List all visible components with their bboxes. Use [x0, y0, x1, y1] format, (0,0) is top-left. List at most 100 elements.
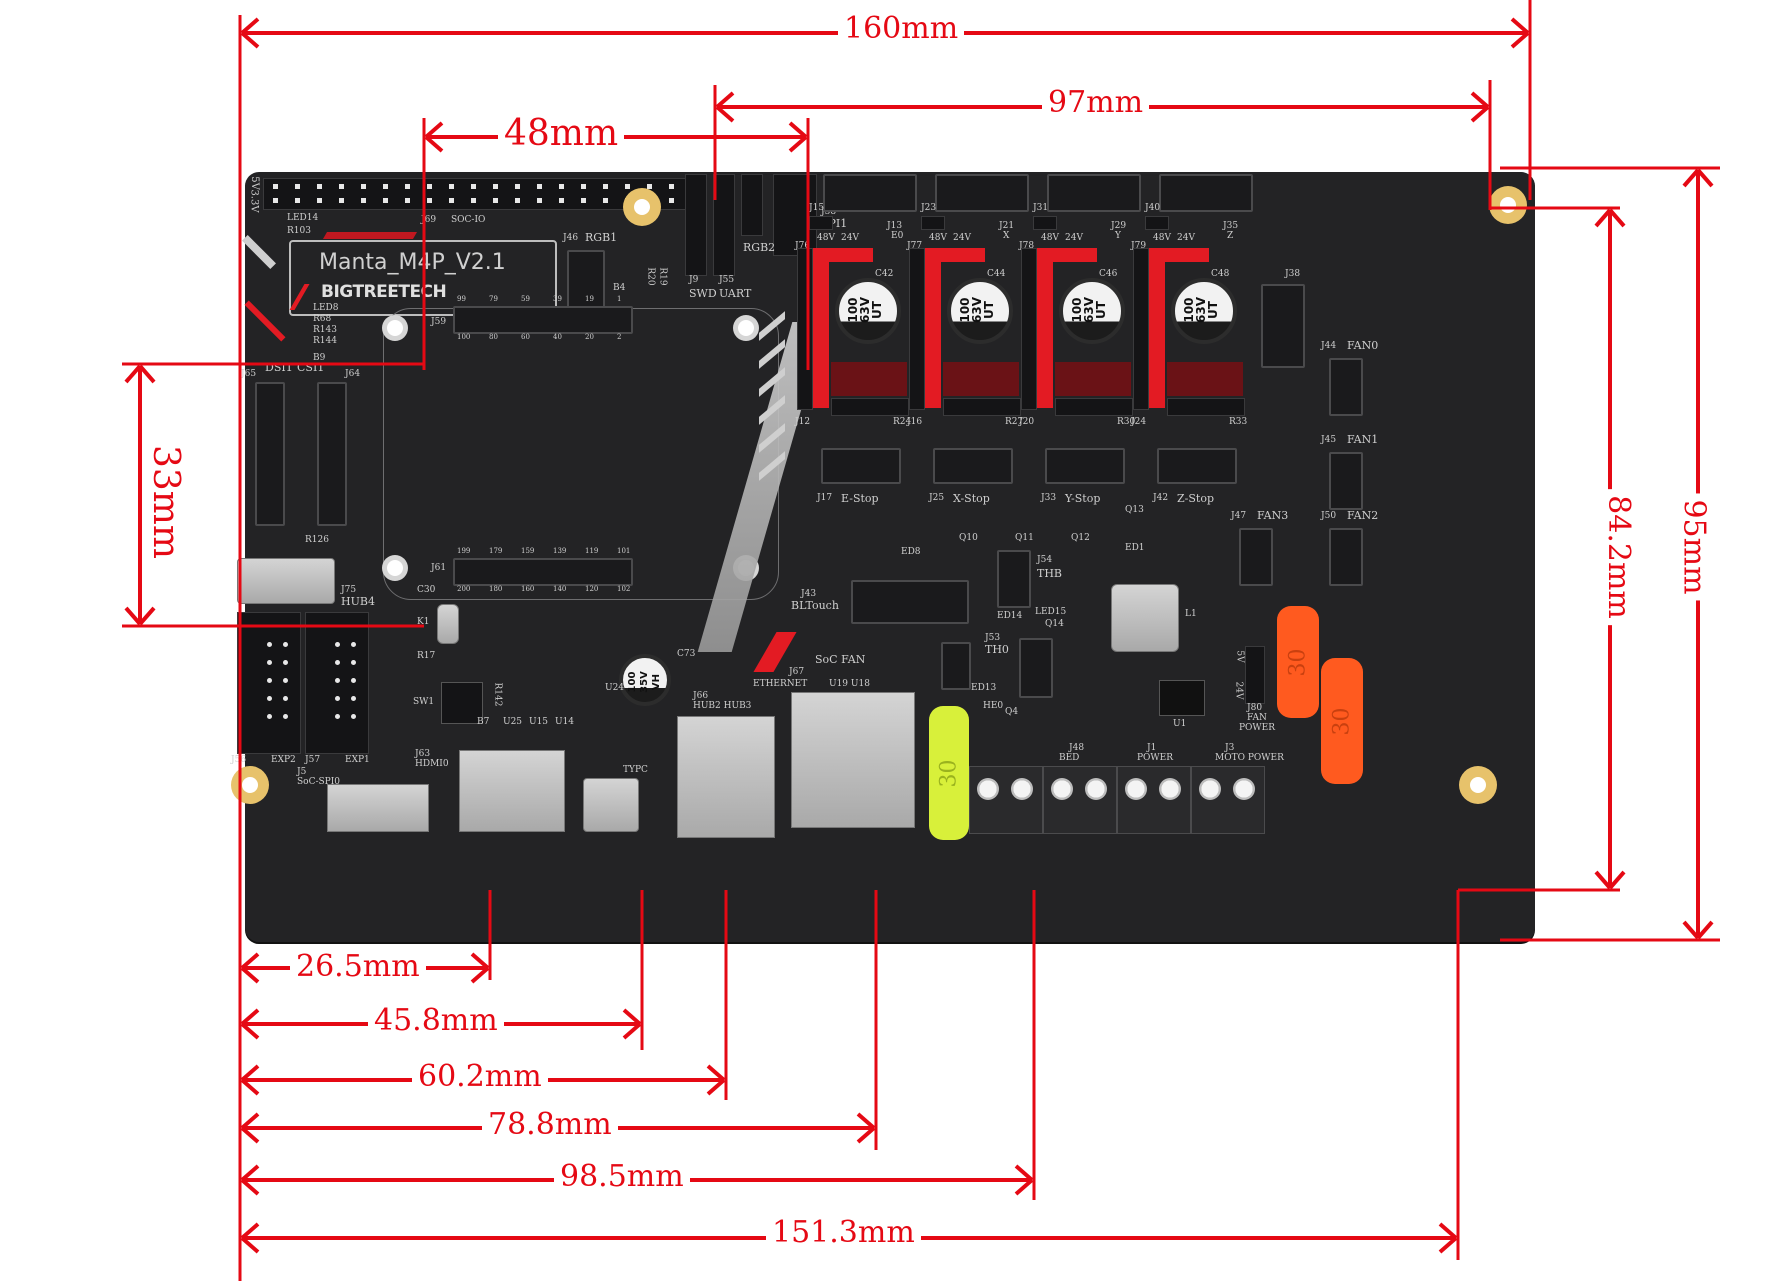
swd-header[interactable]: [685, 174, 707, 276]
label-j46: J46: [563, 233, 579, 243]
thb-connector[interactable]: [997, 550, 1031, 608]
exp1-header[interactable]: [305, 612, 369, 754]
mount-hole-bottom-left: [231, 766, 269, 804]
dim-26-5mm-arrow-right: [470, 952, 490, 970]
fuse-orange-2[interactable]: 30: [1321, 658, 1363, 784]
exp2-header[interactable]: [237, 612, 301, 754]
endstop-label: E-Stop: [841, 492, 879, 505]
fuse-orange-1[interactable]: 30: [1277, 606, 1319, 718]
fan-connector-fan3[interactable]: [1239, 528, 1273, 586]
driver-left-header: [909, 248, 925, 410]
motor-axis: Y: [1115, 231, 1121, 241]
j38-connector[interactable]: [1261, 284, 1305, 368]
mount-hole-top-left: [623, 188, 661, 226]
dim-45-8mm-arrow-left: [240, 1022, 260, 1040]
gpio-pin: [405, 184, 410, 189]
soc-spi0-fpc-connector[interactable]: [327, 784, 429, 832]
driver-left-ref: J16: [907, 417, 923, 427]
q-label: Q14: [1045, 619, 1064, 629]
usb-c-port[interactable]: [583, 778, 639, 832]
exp-pin: [283, 678, 288, 683]
reset-button-k1[interactable]: [437, 604, 459, 644]
label-j67: J67: [789, 667, 805, 677]
motor-connector-y[interactable]: [1047, 174, 1141, 212]
gpio-pin: [559, 184, 564, 189]
j61-top-tick: 199: [457, 547, 471, 555]
motor-connector-e0[interactable]: [823, 174, 917, 212]
driver-res-ref: R27: [1005, 417, 1024, 427]
dsi1-connector[interactable]: [255, 382, 285, 526]
mode-ref: J79: [1131, 241, 1147, 251]
label-j66: J66: [693, 691, 709, 701]
exp-pin: [267, 678, 272, 683]
driver-left-ref: J24: [1131, 417, 1147, 427]
csi1-connector[interactable]: [317, 382, 347, 526]
dim-60-2mm-arrow-left: [240, 1064, 260, 1082]
spi1-header[interactable]: [773, 174, 817, 256]
endstop-connector-z[interactable]: [1157, 448, 1237, 484]
label-j54: J54: [1037, 555, 1053, 565]
gpio-pin: [559, 198, 564, 203]
usb-a-hub4[interactable]: [237, 558, 335, 604]
motor-ref: J13: [887, 221, 903, 231]
regulator-u1: [1159, 680, 1205, 716]
usb-a-hub2-hub3[interactable]: [677, 716, 775, 838]
motor-connector-x[interactable]: [935, 174, 1029, 212]
dim-160mm-arrow-right: [1510, 31, 1530, 49]
endstop-connector-x[interactable]: [933, 448, 1013, 484]
driver-signal-pins: [1167, 362, 1243, 396]
exp-pin: [351, 678, 356, 683]
fan-connector-fan0[interactable]: [1329, 358, 1363, 416]
rgb2-header[interactable]: [741, 174, 763, 236]
endstop-label: Y-Stop: [1065, 492, 1101, 505]
th0-connector[interactable]: [1019, 638, 1053, 698]
fuse-yellow[interactable]: 30: [929, 706, 969, 840]
label-j53: J53: [985, 633, 1001, 643]
dim-48mm-arrow-right: [788, 121, 808, 139]
motor-connector-z[interactable]: [1159, 174, 1253, 212]
dim-48mm-arrow-right: [788, 135, 808, 153]
exp-pin: [283, 696, 288, 701]
terminal-block: [1043, 766, 1117, 834]
label-j63: J63: [415, 749, 431, 759]
gpio-pin: [317, 184, 322, 189]
ed-label: LED15: [1035, 607, 1067, 617]
label-b9: B9: [313, 353, 326, 363]
uart-header[interactable]: [713, 174, 735, 276]
label-j57: J57: [305, 755, 321, 765]
board-model-title: Manta_M4P_V2.1: [319, 250, 506, 275]
j61-top-tick: 119: [585, 547, 599, 555]
exp-pin: [283, 714, 288, 719]
fan-connector-fan2[interactable]: [1329, 528, 1363, 586]
gpio-pin: [361, 184, 366, 189]
endstop-ref: J17: [817, 493, 833, 503]
exp-pin: [335, 696, 340, 701]
ethernet-port[interactable]: [791, 692, 915, 828]
power-term-ref: J3: [1225, 743, 1235, 753]
fan-ref: J45: [1321, 435, 1337, 445]
soc-fan-connector[interactable]: [941, 642, 971, 690]
gpio-pin: [383, 198, 388, 203]
exp-pin: [283, 660, 288, 665]
dim-60-2mm-arrow-right: [706, 1064, 726, 1082]
dim-98-5mm-arrow-right: [1014, 1178, 1034, 1196]
motor-axis: X: [1003, 231, 1010, 241]
label-j43: J43: [801, 589, 817, 599]
motor-axis: Z: [1227, 231, 1234, 241]
hdmi0-port[interactable]: [459, 750, 565, 832]
fan-power-jumper[interactable]: [1245, 646, 1265, 704]
endstop-connector-e0[interactable]: [821, 448, 901, 484]
j61-board-to-board-connector: [453, 558, 633, 586]
endstop-connector-y[interactable]: [1045, 448, 1125, 484]
exp-pin: [267, 642, 272, 647]
bltouch-connector[interactable]: [851, 580, 969, 624]
dip-switch-sw1[interactable]: [441, 682, 483, 724]
motor-jumper: [1033, 216, 1057, 230]
label-r103: R103: [287, 226, 311, 236]
fan-connector-fan1[interactable]: [1329, 452, 1363, 510]
motor-jumper-ref: J15: [809, 203, 825, 213]
